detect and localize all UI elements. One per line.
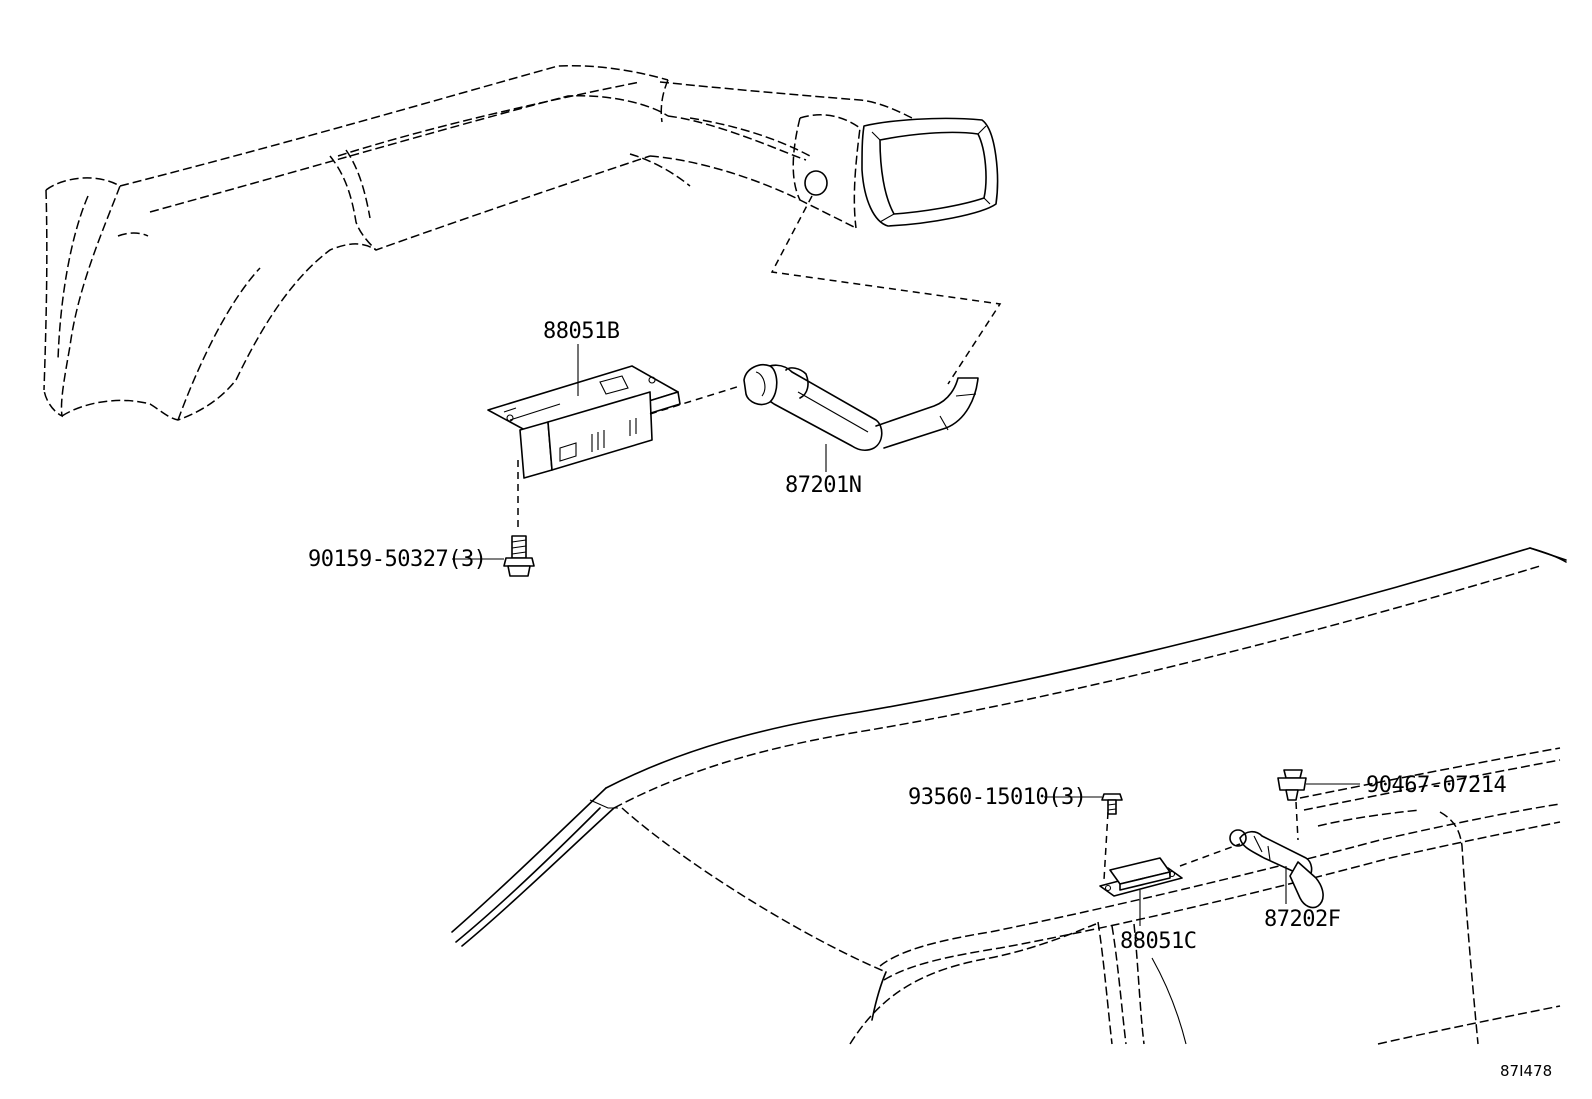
part-90159-bolt [503, 535, 535, 577]
part-88051b-computer [487, 365, 681, 479]
callout-88051c[interactable]: 88051C [1120, 929, 1197, 954]
callout-87202f[interactable]: 87202F [1264, 907, 1341, 932]
part-87202f-hose [1229, 829, 1324, 909]
roof-body [451, 547, 1567, 1045]
callout-88051b[interactable]: 88051B [543, 319, 620, 344]
part-87201n-sensor [743, 364, 979, 451]
leader-88051c-to-87202f [1179, 843, 1241, 867]
leader-screw-to-88051c [1103, 811, 1109, 881]
callout-87201n[interactable]: 87201N [785, 473, 862, 498]
callout-90467[interactable]: 90467-07214 [1366, 773, 1507, 798]
part-88051c-computer [1099, 857, 1183, 897]
callout-90159[interactable]: 90159-50327(3) [308, 547, 487, 572]
callout-93560[interactable]: 93560-15010(3) [908, 785, 1087, 810]
leader-clip-to-hose [1295, 801, 1299, 841]
illustration-reference-code: 87I478 [1500, 1062, 1552, 1080]
leader-88051b-to-87201n [649, 385, 741, 415]
air-duct [43, 64, 999, 421]
leader-hole-to-sensor [770, 195, 1002, 385]
part-93560-screw [1101, 793, 1123, 815]
part-90467-clip [1277, 769, 1307, 801]
